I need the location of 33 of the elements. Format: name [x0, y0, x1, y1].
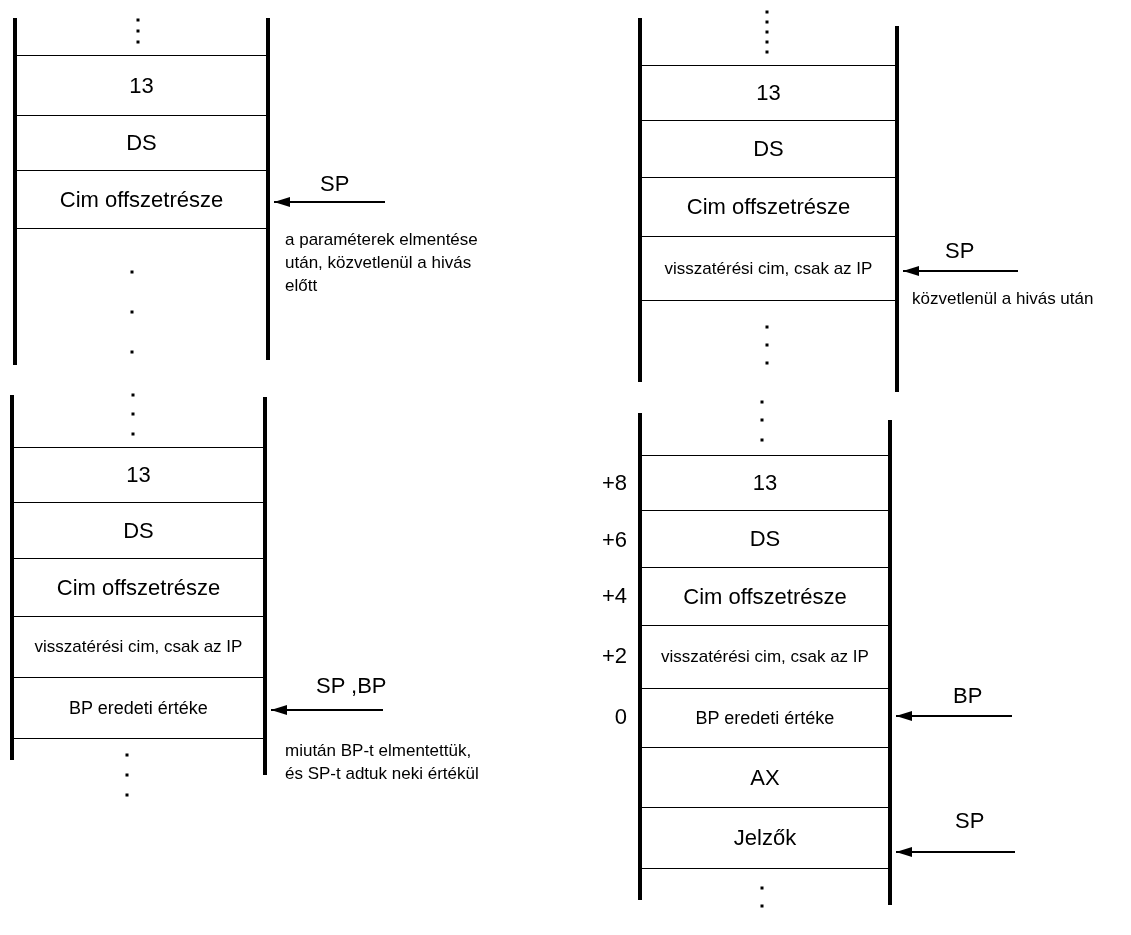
note-text: a paraméterek elmentése után, közvetlenül a hivás előtt	[285, 229, 479, 297]
cell-label: Cim offszetrésze	[685, 193, 852, 221]
arrow	[273, 197, 386, 207]
cell-label: visszatérési cim, csak az IP	[663, 257, 874, 280]
cell-label: BP eredeti értéke	[694, 706, 836, 730]
cell-label: Cim offszetrésze	[58, 185, 225, 214]
cell-label: Cim offszetrésze	[682, 582, 848, 611]
note-text: közvetlenül a hivás után	[912, 288, 1095, 310]
arrow	[270, 705, 384, 715]
cell-label: DS	[122, 516, 155, 545]
offset-label: +2	[600, 642, 627, 670]
offset-label: +4	[600, 582, 627, 610]
cell-label: Cim offszetrésze	[55, 573, 222, 602]
cell-label: visszatérési cim, csak az IP	[33, 636, 244, 658]
cell-label: Jelzők	[732, 824, 798, 852]
edge-label: SP ,BP	[316, 675, 387, 697]
cell-label: 13	[128, 71, 155, 100]
arrow	[902, 266, 1019, 276]
arrow	[895, 847, 1016, 857]
cell-label: DS	[125, 129, 158, 157]
cell-label: 13	[755, 79, 782, 107]
offset-label: +6	[600, 526, 627, 554]
cell-label: AX	[749, 763, 781, 792]
cell-label: BP eredeti értéke	[68, 696, 209, 720]
offset-label: 0	[613, 703, 627, 731]
arrow	[895, 711, 1013, 721]
cell-label: 13	[751, 469, 779, 497]
note-text: miután BP-t elmentettük, és SP-t adtuk neki értékül	[285, 740, 480, 785]
cell-label: DS	[752, 135, 785, 163]
cell-label: DS	[748, 525, 782, 553]
cell-label: 13	[125, 461, 152, 489]
cell-label: visszatérési cim, csak az IP	[660, 646, 870, 668]
offset-label: +8	[600, 469, 627, 497]
